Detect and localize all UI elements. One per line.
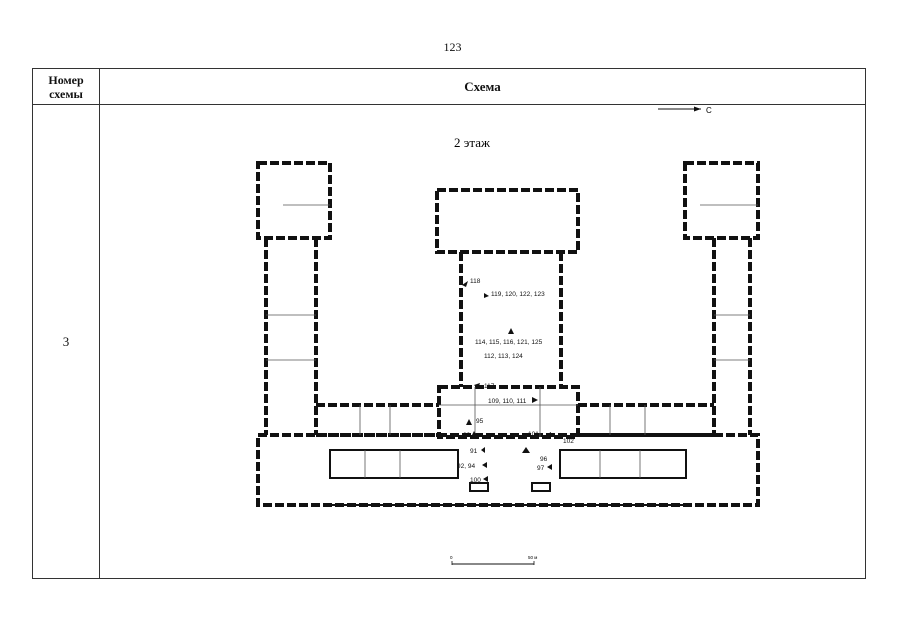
photo-markers: 118 119, 120, 122, 123 114, 115, 116, 12… [457,278,574,484]
marker-89: 89 [463,432,471,439]
marker-119: 119, 120, 122, 123 [491,291,545,298]
arrow-icon [462,281,468,287]
marker-arrows [462,281,552,482]
scale-end-label: 50 м [528,555,537,560]
scheme-number-cell: 3 [62,333,70,349]
marker-92: 92, 94 [457,463,475,470]
header-scheme: Схема [464,78,501,94]
arrow-icon [474,383,480,389]
header-scheme-number: Номер схемы [48,72,84,101]
scale-zero-label: 0 [450,555,453,560]
marker-100: 100 [470,477,481,484]
arrow-icon [466,419,472,425]
arrow-icon [508,328,514,334]
arrow-icon [482,462,487,468]
marker-101: 101 [528,431,539,438]
arrow-icon [546,432,551,438]
outer-walls [256,161,760,507]
floor-label: 2 этаж [454,135,491,150]
marker-117: 117 [484,383,495,390]
floor-plan: С 2 этаж [256,106,760,565]
arrow-icon [481,447,485,453]
arrow-icon [483,476,488,482]
marker-91: 91 [470,448,478,455]
north-arrow-icon [658,106,701,112]
front-facade [329,449,687,506]
arrow-icon [471,431,477,437]
arrow-icon [547,464,552,470]
marker-118: 118 [470,278,481,285]
marker-97: 97 [537,465,545,472]
marker-95: 95 [476,418,484,425]
marker-102: 102 [563,438,574,445]
marker-114: 114, 115, 116, 121, 125 [475,339,543,346]
north-label: С [706,106,712,115]
page-number: 123 [443,40,462,54]
scale-bar [451,561,535,565]
table-column-divider [99,69,100,578]
arrow-icon [532,397,538,403]
arrow-icon [484,293,489,298]
marker-112: 112, 113, 124 [484,353,523,360]
marker-96: 96 [540,456,548,463]
scheme-table: Номер схемы Схема 3 С 2 этаж [32,68,866,579]
table-header-divider [33,104,865,105]
interior-partitions [266,204,758,478]
marker-109: 109, 110, 111 [488,398,527,405]
arrow-icon [522,447,530,453]
